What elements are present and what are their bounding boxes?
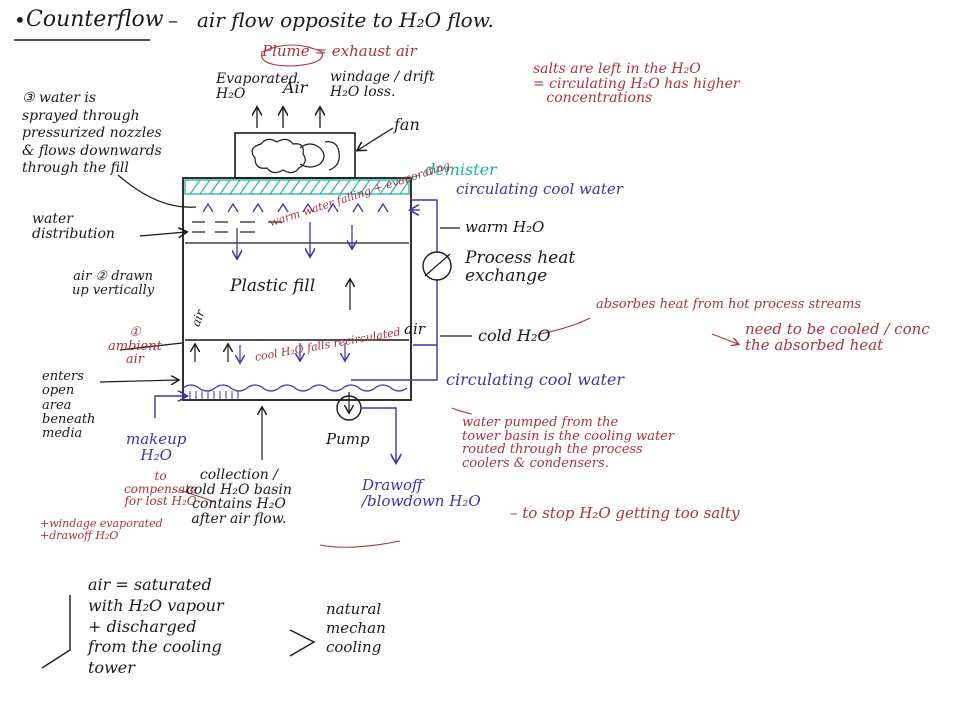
- natural-note: natural mechan cooling: [326, 600, 386, 656]
- makeup-label: makeup H₂O: [126, 430, 187, 464]
- step1-note: ① ambient air: [108, 325, 162, 368]
- windage-label: windage / drift H₂O loss.: [330, 69, 435, 100]
- demister-label: demister: [425, 160, 497, 179]
- basin-water: [182, 384, 408, 392]
- cooled-note: need to be cooled / conc the absorbed he…: [745, 320, 930, 354]
- step3-note: ③ water is sprayed through pressurized n…: [22, 90, 162, 176]
- cold-h2o-label: cold H₂O: [478, 326, 551, 345]
- fan-blades-icon: [251, 138, 306, 174]
- warm-h2o-label: warm H₂O: [465, 218, 545, 236]
- plume-label: Plume = exhaust air: [262, 42, 417, 60]
- process-heat-exchange-label: Process heat exchange: [465, 248, 576, 286]
- evaporated-label: Evaporated H₂O: [216, 71, 298, 102]
- step2-note: air ② drawn up vertically: [72, 269, 155, 298]
- enters-note: enters open area beneath media: [42, 369, 96, 442]
- drawoff-label: Drawoff /blowdown H₂O: [362, 476, 481, 510]
- collection-note: collection / cold H₂O basin contains H₂O…: [186, 467, 292, 528]
- salts-note: salts are left in the H₂O = circulating …: [533, 61, 740, 107]
- title-term: Counterflow: [26, 7, 164, 32]
- plastic-fill-label: Plastic fill: [230, 276, 316, 296]
- water-distribution-label: water distribution: [32, 211, 115, 242]
- pumped-note: water pumped from the tower basin is the…: [462, 415, 675, 471]
- title-definition: air flow opposite to H₂O flow.: [197, 8, 494, 32]
- absorbs-heat-note: absorbes heat from hot process streams: [596, 297, 862, 312]
- tower-body: [182, 177, 412, 401]
- loss-note: +windage evaporated +drawoff H₂O: [40, 517, 163, 542]
- pump-label: Pump: [326, 430, 370, 448]
- demister-band: [184, 179, 410, 195]
- air-top-label: Air: [283, 78, 308, 97]
- title-dash: –: [168, 8, 178, 32]
- title-bullet: •: [14, 8, 26, 32]
- circulating-bottom-label: circulating cool water: [446, 370, 625, 389]
- fan-label: fan: [394, 115, 420, 134]
- air-right-label: air: [404, 320, 425, 338]
- salty-note: – to stop H₂O getting too salty: [510, 504, 740, 522]
- compensate-note: to compensate for lost H₂O: [124, 469, 198, 509]
- saturated-note: air = saturated with H₂O vapour + discha…: [88, 575, 224, 678]
- circulating-top-label: circulating cool water: [456, 180, 623, 198]
